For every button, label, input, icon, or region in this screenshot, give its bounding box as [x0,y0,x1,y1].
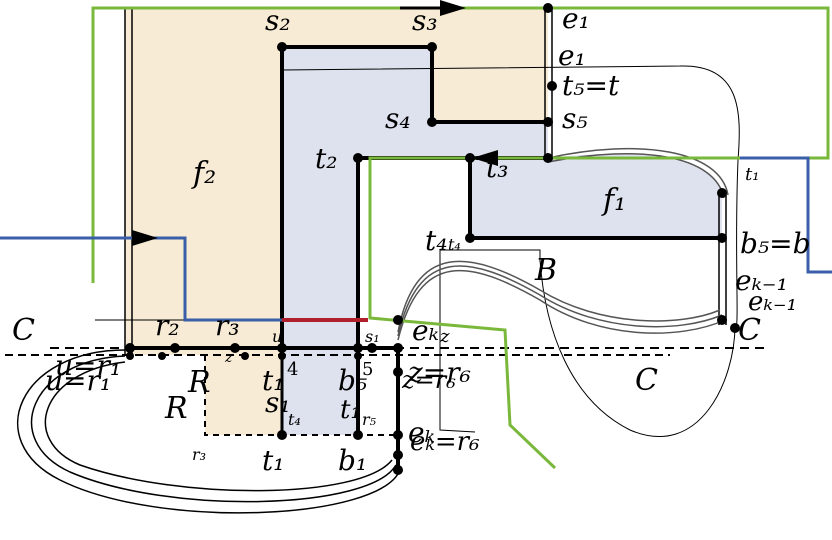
vertex-s1b [367,343,377,353]
label-five: 5 [362,359,373,380]
vertex-t2 [353,153,363,163]
label-s5: s₅ [562,102,588,135]
face-lower [282,350,358,435]
vertex-s1 [353,343,363,353]
vertex-s5 [543,117,553,127]
label-t5t: t₅=t [562,69,620,102]
label-z-top: z [439,326,450,347]
curve-bundle-left-loop [17,349,401,514]
label-ek-top: eₖ [412,314,439,347]
label-t2: t₂ [315,142,337,175]
vertex-b1-low [353,430,363,440]
label-t1-bottom: t₁ [262,444,284,477]
vertices [125,3,740,475]
vertex-r3 [230,343,240,353]
label-t4: t₄ [425,224,447,257]
label-ek1: eₖ₋₁ [735,264,788,297]
label-t1-b: t₁ [340,395,361,425]
vertex-s3 [427,42,437,52]
label-s3: s₃ [412,4,438,37]
vertex-t4 [465,233,475,243]
label-e1b: e₁ [558,39,586,72]
label-C-mid: C [635,363,658,398]
vertex-t1-mid [278,352,286,360]
vertex-t1-right [717,188,727,198]
vertex-b5 [717,233,727,243]
label-s4: s₄ [385,102,411,135]
vertex-ek1 [717,315,727,325]
vertex-ek1-b [730,323,740,333]
vertex-low [393,465,403,475]
curve-thin-B [439,249,541,433]
arrow-t3 [472,150,498,166]
label-C-left: C [12,313,35,348]
label-C-right: C [738,313,761,348]
vertex-t3-left [465,153,475,163]
label-r3: r₃ [215,309,240,342]
vertex-r2b [158,352,166,360]
label-t1-mid: t₁ [262,364,284,397]
vertex-t5 [547,81,557,91]
label-e1: e₁ [562,2,590,35]
vertex-u [277,343,287,353]
label-b5: b₅ [338,364,367,397]
vertex-s4 [427,117,437,127]
blue-path-right [740,156,832,274]
label-B: B [534,253,557,288]
label-t4-small: t₄ [448,235,461,254]
face-f1 [470,153,722,238]
label-s2: s₂ [265,4,291,37]
label-r3-low: r₃ [192,445,206,464]
label-u-r1: u=r₁ [55,349,121,382]
vertex-z-r6 [393,367,403,377]
vertex-b5-mid [354,352,362,360]
vertex-s2 [277,42,287,52]
green-path [91,6,830,470]
blue-path [0,236,282,322]
vertex-r3b [241,352,249,360]
label-s1-small: s₁ [365,327,380,346]
vertex-r1 [125,343,135,353]
vertex-r2 [170,343,180,353]
label-ek1b: eₖ₋₁ [748,287,797,317]
label-b5b: b₅=b [740,227,811,260]
vertex-r1b [126,352,134,360]
label-b1-bottom: b₁ [338,444,367,477]
label-r5: r₅ [362,410,377,429]
label-z-r6: z=r₆ [407,356,471,389]
label-t3: t₃ [486,151,508,184]
vertex-t1-low [277,430,287,440]
vertex-ek-r6 [393,430,403,440]
vertex-ek-low [393,450,403,460]
label-small-z: z [224,350,233,366]
arrow-top [440,0,466,16]
vertex-t3 [543,153,553,163]
label-R: R [187,365,211,400]
label-ek-r6: eₖ=r₆ [410,427,480,457]
dashed-rect-R [204,355,398,436]
label-f1: f₁ [601,183,626,218]
vertex-x [393,315,403,325]
arrow-left-blue [132,230,158,246]
label-u-small: u [272,327,282,346]
curve-thin-C [539,259,736,437]
vertex-e1 [543,3,553,13]
label-f2: f₂ [191,156,216,191]
label-R2: R [164,391,188,426]
label-s1: s₁ [265,386,291,419]
vertex-z [393,343,403,353]
label-t1-right: t₁ [745,164,759,185]
label-four: 4 [287,359,298,380]
label-ek-low: eₖ [408,416,435,449]
label-r2: r₂ [155,309,180,342]
label-u-r1b: u=r₁ [45,364,111,397]
label-t4-low: t₄ [288,410,301,429]
label-z-r6b: z=r₆ [401,366,456,394]
curve-thin-upper [281,65,740,331]
gray-curve-bundle-right [397,260,726,341]
